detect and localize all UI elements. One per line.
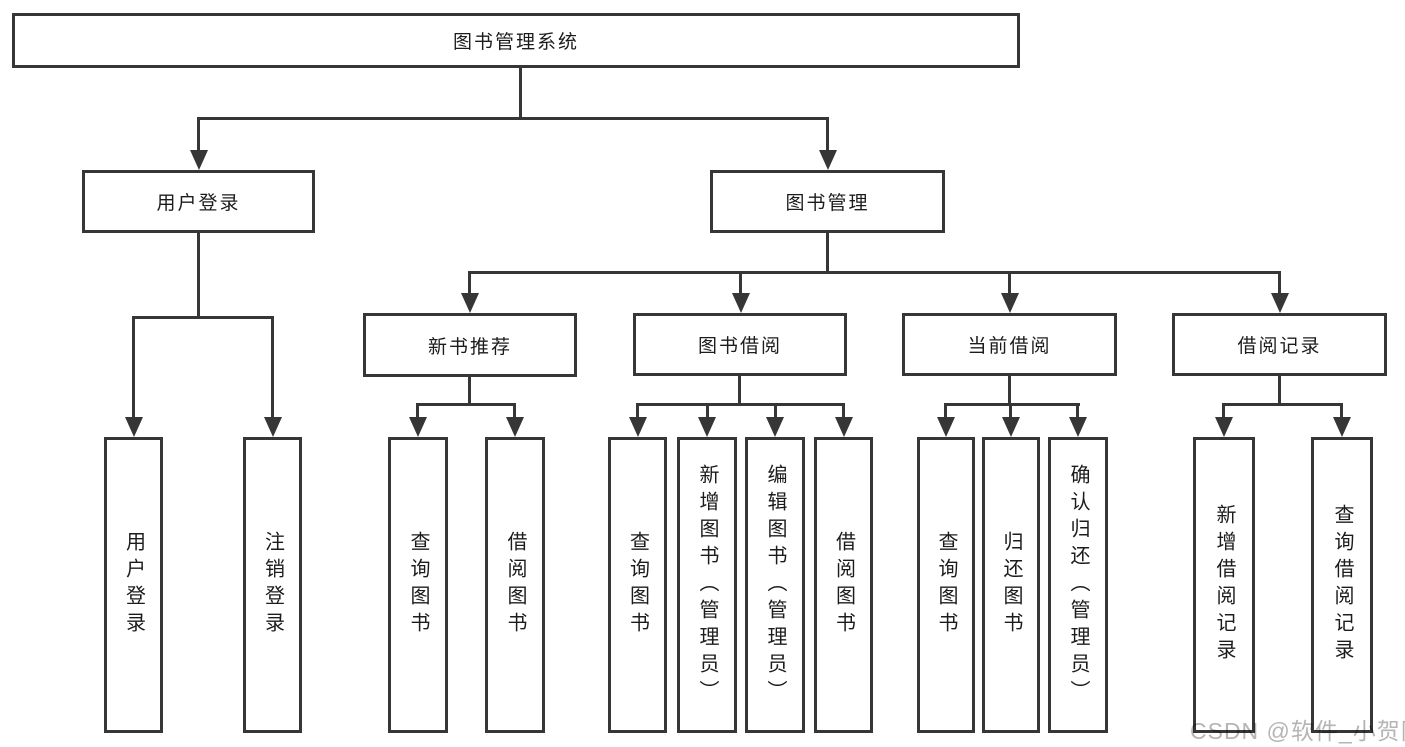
connector-user-login-rail <box>132 316 274 319</box>
connector-new-book-stem <box>468 377 471 406</box>
connector-drop-leaf-user-login <box>132 316 135 419</box>
arrow-down-icon <box>937 417 955 437</box>
leaf-label: 查询借阅记录 <box>1331 504 1353 666</box>
arrow-down-icon <box>506 417 524 437</box>
leaf-borrow-books-recommend: 借阅图书 <box>485 437 545 733</box>
node-root-library-system: 图书管理系统 <box>12 13 1020 68</box>
arrow-down-icon <box>1002 417 1020 437</box>
connector-drop <box>706 403 709 419</box>
connector-root-stem <box>519 68 522 118</box>
connector-book-borrow-stem <box>738 376 741 406</box>
leaf-label: 新增借阅记录 <box>1213 504 1235 666</box>
node-new-book-recommend: 新书推荐 <box>363 313 577 377</box>
leaf-confirm-return-admin: 确认归还（管理员） <box>1048 437 1108 733</box>
node-user-login: 用户登录 <box>82 170 315 233</box>
connector-book-borrow-rail <box>636 403 845 406</box>
leaf-label: 新增图书（管理员） <box>696 463 718 707</box>
connector-book-management-stem <box>826 233 829 273</box>
connector-drop-leaf-logout <box>271 316 274 419</box>
connector-drop-borrow-records <box>1278 271 1281 295</box>
arrow-down-icon <box>1001 293 1019 313</box>
arrow-down-icon <box>1215 417 1233 437</box>
leaf-user-login: 用户登录 <box>104 437 163 733</box>
connector-drop-current-borrow <box>1008 271 1011 295</box>
leaf-add-borrow-record: 新增借阅记录 <box>1193 437 1255 733</box>
connector-drop <box>636 403 639 419</box>
node-current-borrow: 当前借阅 <box>902 313 1117 376</box>
node-borrow-records: 借阅记录 <box>1172 313 1387 376</box>
leaf-label: 确认归还（管理员） <box>1067 463 1089 707</box>
arrow-down-icon <box>766 417 784 437</box>
connector-drop-book-borrow <box>739 271 742 295</box>
leaf-label: 查询图书 <box>626 531 649 639</box>
leaf-borrow-books: 借阅图书 <box>814 437 873 733</box>
connector-drop <box>774 403 777 419</box>
arrow-down-icon <box>698 417 716 437</box>
leaf-return-books: 归还图书 <box>982 437 1040 733</box>
leaf-add-books-admin: 新增图书（管理员） <box>677 437 737 733</box>
connector-drop-book-management <box>826 117 829 152</box>
connector-user-login-stem <box>197 233 200 317</box>
connector-drop <box>1009 403 1012 419</box>
csdn-watermark: CSDN @软件_小贺同学 <box>1190 718 1405 744</box>
arrow-down-icon <box>629 417 647 437</box>
leaf-query-books-borrow: 查询图书 <box>608 437 667 733</box>
connector-borrow-records-stem <box>1278 376 1281 406</box>
leaf-label: 用户登录 <box>122 531 145 639</box>
connector-drop <box>1340 403 1343 419</box>
arrow-down-icon <box>1069 417 1087 437</box>
node-book-management: 图书管理 <box>710 170 945 233</box>
leaf-edit-books-admin: 编辑图书（管理员） <box>745 437 805 733</box>
leaf-label: 借阅图书 <box>832 531 855 639</box>
leaf-query-books-current: 查询图书 <box>917 437 975 733</box>
connector-drop-user-login <box>197 117 200 152</box>
connector-drop <box>513 403 516 419</box>
leaf-label: 归还图书 <box>1000 531 1022 639</box>
connector-drop <box>1222 403 1225 419</box>
leaf-query-books-recommend: 查询图书 <box>388 437 448 733</box>
connector-current-borrow-rail <box>944 403 1080 406</box>
connector-new-book-rail <box>416 403 516 406</box>
leaf-label: 编辑图书（管理员） <box>764 463 786 707</box>
connector-borrow-records-rail <box>1222 403 1343 406</box>
arrow-down-icon <box>461 293 479 313</box>
leaf-label: 借阅图书 <box>504 531 526 639</box>
connector-level2-rail <box>197 117 829 120</box>
leaf-logout: 注销登录 <box>243 437 302 733</box>
arrow-down-icon <box>819 150 837 170</box>
arrow-down-icon <box>190 150 208 170</box>
arrow-down-icon <box>409 417 427 437</box>
leaf-label: 注销登录 <box>261 531 284 639</box>
arrow-down-icon <box>264 417 282 437</box>
connector-drop <box>416 403 419 419</box>
connector-current-borrow-stem <box>1008 376 1011 406</box>
arrow-down-icon <box>732 293 750 313</box>
arrow-down-icon <box>125 417 143 437</box>
connector-drop <box>944 403 947 419</box>
connector-drop-new-book <box>468 271 471 295</box>
arrow-down-icon <box>1333 417 1351 437</box>
arrow-down-icon <box>835 417 853 437</box>
leaf-label: 查询图书 <box>407 531 429 639</box>
leaf-label: 查询图书 <box>935 531 957 639</box>
leaf-query-borrow-record: 查询借阅记录 <box>1311 437 1373 733</box>
arrow-down-icon <box>1271 293 1289 313</box>
connector-level3-rail <box>468 271 1281 274</box>
node-book-borrow: 图书借阅 <box>633 313 847 376</box>
connector-drop <box>1076 403 1079 419</box>
connector-drop <box>842 403 845 419</box>
